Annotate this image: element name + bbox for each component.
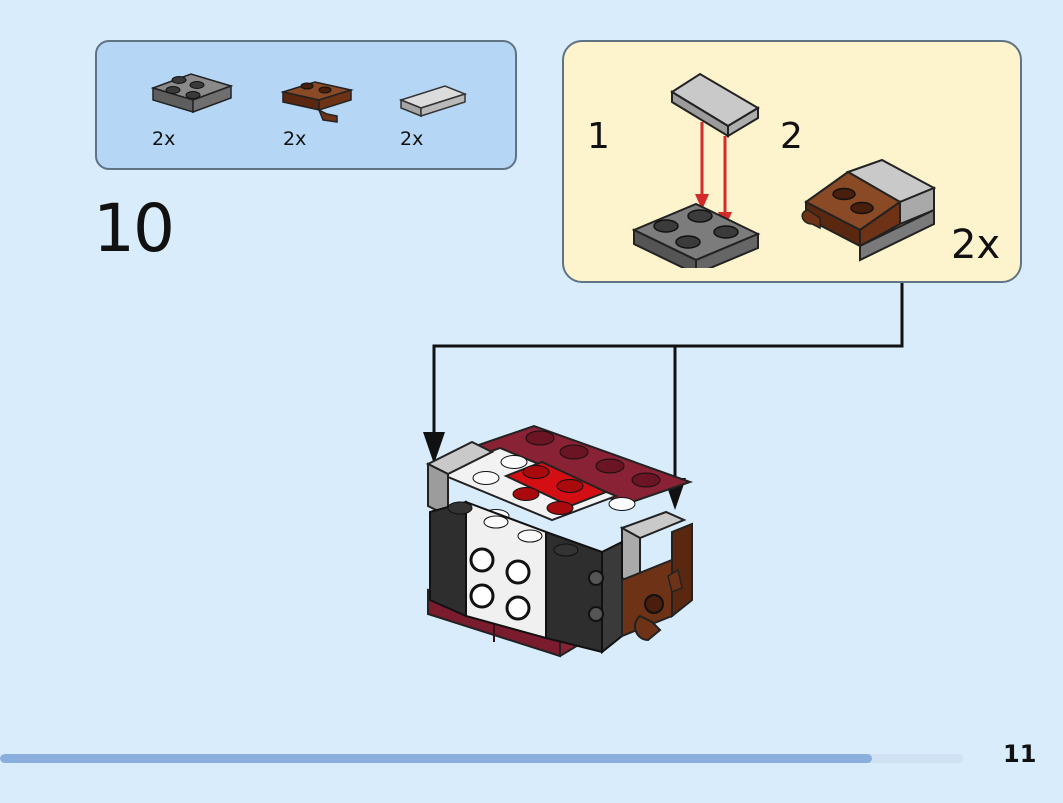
light-gray-tile-icon	[398, 85, 468, 118]
sub-assembly-callout: 1 2 2x	[562, 40, 1022, 283]
part-quantity: 2x	[283, 128, 307, 150]
sub-step-1-label: 1	[587, 116, 610, 157]
part-quantity: 2x	[152, 128, 176, 150]
brown-clip-plate-icon	[281, 81, 354, 123]
assembled-model-illustration	[425, 424, 694, 658]
step-number: 10	[93, 190, 175, 267]
part-quantity: 2x	[400, 128, 424, 150]
parts-list-box: 2x 2x 2x	[95, 40, 517, 170]
progress-bar-fill	[0, 754, 872, 763]
progress-bar	[0, 754, 963, 763]
sub-step-2-illustration	[801, 158, 937, 262]
dark-gray-plate-icon	[150, 73, 234, 114]
sub-step-1-illustration	[631, 72, 761, 268]
page-number: 11	[1003, 740, 1037, 768]
sub-step-2-label: 2	[780, 116, 803, 157]
sub-assembly-quantity: 2x	[951, 222, 1001, 268]
